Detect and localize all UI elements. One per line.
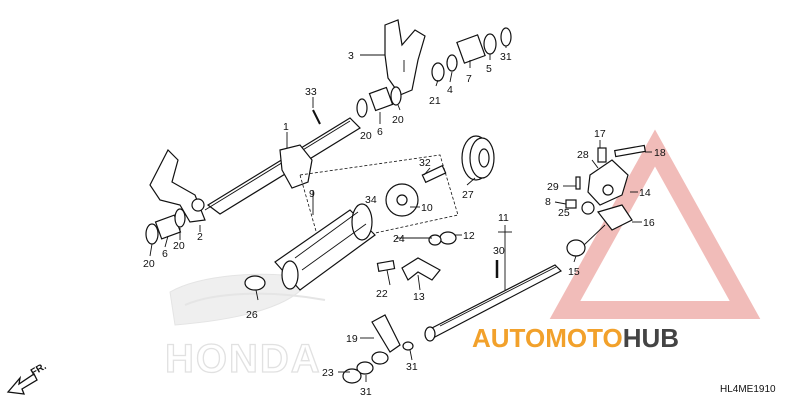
spring-set-upper [356, 86, 402, 118]
honda-brand-text: HONDA [165, 337, 322, 381]
washer-26 [244, 275, 266, 291]
label-6-left: 6 [162, 248, 168, 260]
honda-wing-watermark: HONDA [164, 273, 326, 382]
label-22: 22 [376, 288, 388, 300]
label-10: 10 [421, 202, 433, 214]
label-31-top: 31 [500, 51, 512, 63]
front-label: FR. [29, 361, 49, 379]
label-2: 2 [197, 231, 203, 243]
label-21: 21 [429, 95, 441, 107]
label-24: 24 [393, 233, 405, 245]
label-8: 8 [545, 196, 551, 208]
shift-arm-assembly [565, 144, 646, 231]
label-25: 25 [558, 207, 570, 219]
label-34: 34 [365, 194, 377, 206]
label-20-left-b: 20 [173, 240, 185, 252]
label-33: 33 [305, 86, 317, 98]
spring-set-right [431, 27, 512, 82]
label-4: 4 [447, 84, 453, 96]
label-1: 1 [283, 121, 289, 133]
label-12: 12 [463, 230, 475, 242]
label-7: 7 [466, 73, 472, 85]
label-20-upper-b: 20 [392, 114, 404, 126]
shift-segment-19 [342, 314, 414, 384]
label-18: 18 [654, 147, 666, 159]
leader-lines [149, 46, 652, 382]
watermark-text: AUTOMOTOHUB [472, 323, 679, 353]
label-20-upper-a: 20 [360, 130, 372, 142]
label-32: 32 [419, 157, 431, 169]
label-14: 14 [639, 187, 651, 199]
label-23: 23 [322, 367, 334, 379]
label-30: 30 [493, 245, 505, 257]
front-arrow: FR. [6, 361, 49, 395]
shift-fork-left [149, 148, 206, 223]
label-28: 28 [577, 149, 589, 161]
label-15: 15 [568, 266, 580, 278]
gearshift-spindle [424, 264, 563, 342]
shift-drum [274, 154, 459, 291]
label-16: 16 [643, 217, 655, 229]
label-5: 5 [486, 63, 492, 75]
part-labels: 1 2 3 4 5 6 6 7 8 9 10 11 12 13 14 15 16… [143, 50, 666, 398]
watermark-triangle [549, 129, 761, 319]
label-13: 13 [413, 291, 425, 303]
return-spring [566, 224, 606, 257]
label-3: 3 [348, 50, 354, 62]
label-31-bottom: 31 [360, 386, 372, 398]
label-19: 19 [346, 333, 358, 345]
spring-12 [428, 231, 457, 246]
drum-star-plate [385, 183, 419, 217]
label-29: 29 [547, 181, 559, 193]
shift-fork-middle [279, 144, 313, 189]
label-27: 27 [462, 189, 474, 201]
diagram-code: HL4ME1910 [720, 384, 776, 395]
bearing [461, 135, 495, 181]
front-arrow-icon [6, 373, 38, 395]
label-9: 9 [309, 188, 315, 200]
label-17: 17 [594, 128, 606, 140]
label-31-right: 31 [406, 361, 418, 373]
label-6-upper: 6 [377, 126, 383, 138]
label-20-left-a: 20 [143, 258, 155, 270]
spring-set-left [145, 208, 186, 245]
label-26: 26 [246, 309, 258, 321]
automotohub-watermark: AUTOMOTOHUB [465, 129, 795, 353]
pin-33 [312, 109, 321, 125]
label-11: 11 [498, 212, 509, 224]
bolt-32 [421, 164, 447, 184]
shift-fork-upper [384, 19, 426, 96]
stopper-arm [376, 257, 441, 281]
